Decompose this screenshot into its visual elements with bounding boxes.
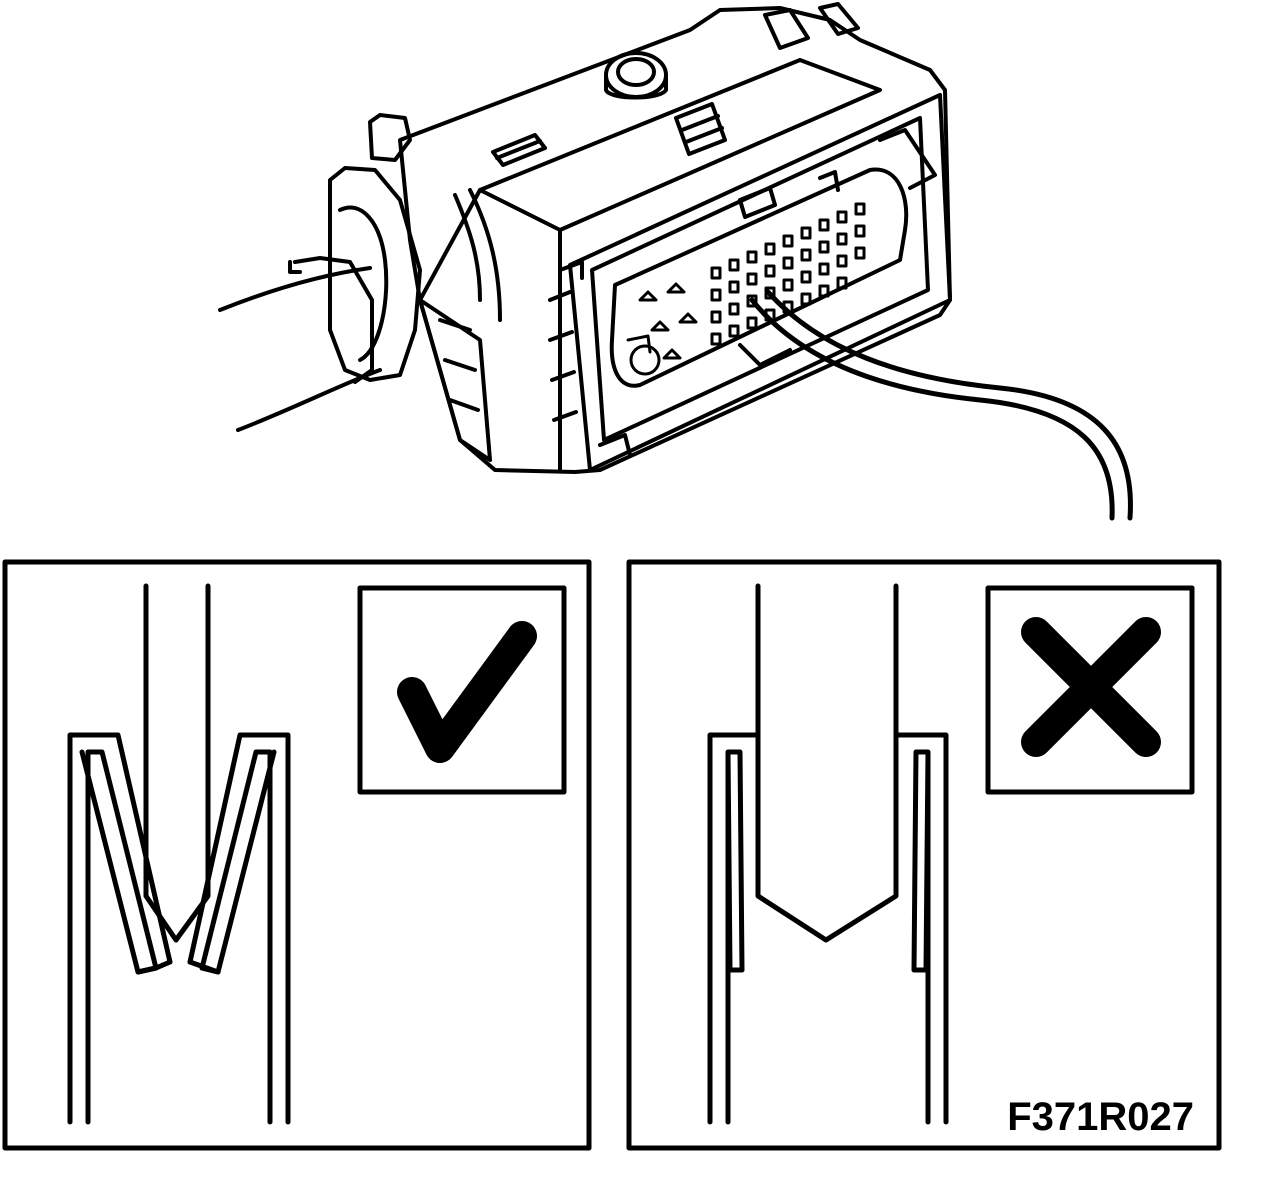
- strain-relief: [328, 166, 422, 382]
- front-frame: [568, 93, 952, 472]
- rear-latch: [368, 113, 412, 162]
- locator-boss: [604, 51, 668, 100]
- top-slot-1: [491, 133, 547, 167]
- check-mark-icon: [397, 621, 537, 763]
- cross-box: [985, 585, 1195, 795]
- pulled-wire: [749, 297, 1115, 521]
- cable-bundle: [218, 266, 372, 312]
- connector-illustration: [218, 2, 1133, 521]
- figure-code: F371R027: [1007, 1095, 1194, 1139]
- panel-correct-frame: [2, 559, 592, 1151]
- check-box: [357, 585, 567, 795]
- panel-incorrect: [626, 559, 1222, 1151]
- pin-correct: [143, 583, 211, 943]
- panel-correct: [2, 559, 592, 1151]
- cross-mark-icon: [1021, 617, 1161, 757]
- mating-face: [609, 167, 909, 388]
- terminal-correct-outer: [79, 749, 159, 1125]
- panel-incorrect-frame: [626, 559, 1222, 1151]
- terminal-incorrect-outer: [707, 732, 761, 1125]
- pin-cavity-grid: [626, 202, 866, 376]
- housing-body: [398, 6, 952, 474]
- pin-incorrect: [755, 583, 899, 943]
